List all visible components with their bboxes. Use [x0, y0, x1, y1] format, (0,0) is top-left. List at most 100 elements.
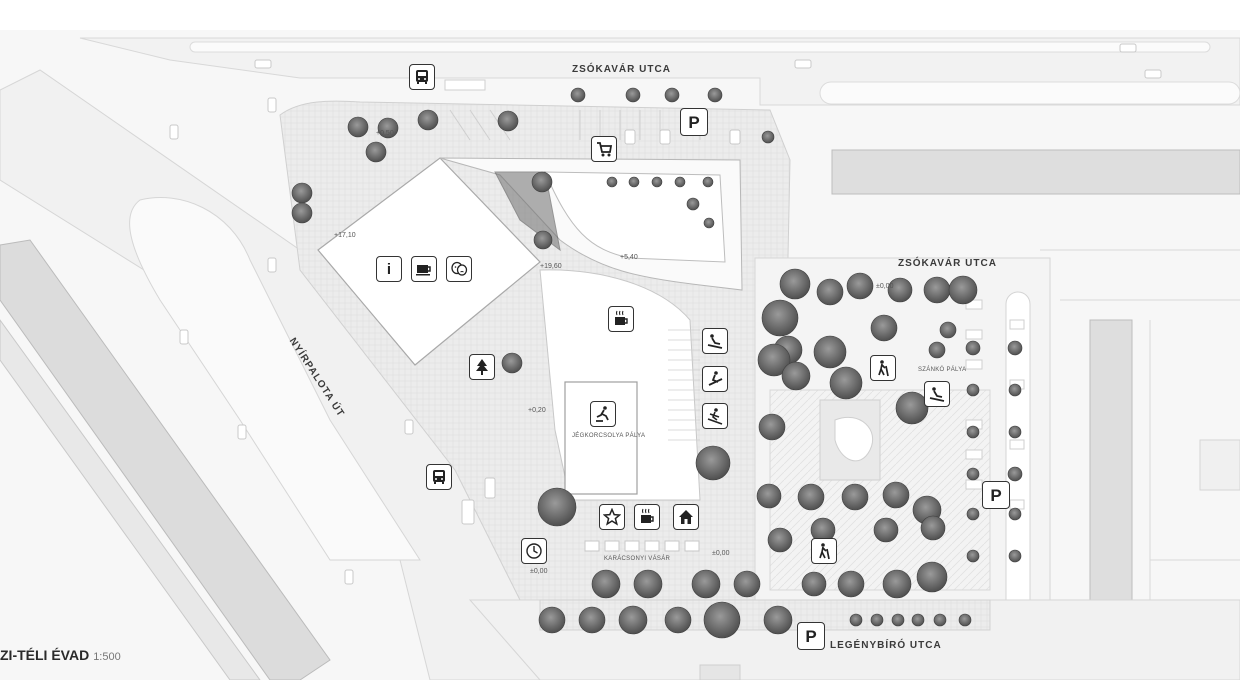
tree: [531, 171, 553, 193]
tree: [887, 277, 913, 303]
house-icon: [673, 504, 699, 530]
theatre-masks-icon: [446, 256, 472, 282]
tree: [756, 483, 782, 509]
tree: [618, 605, 648, 635]
parking-strip-east: [1005, 291, 1031, 613]
tree: [761, 299, 799, 337]
tree: [633, 569, 663, 599]
parking-letter: P: [688, 112, 700, 132]
info-letter: i: [386, 260, 392, 278]
elevation-label: +0,20: [528, 407, 546, 414]
sled-run-label: SZÁNKÓ PÁLYA: [918, 367, 967, 373]
tree: [966, 467, 980, 481]
ice-skating-icon: [590, 401, 616, 427]
skiing-icon: [702, 403, 728, 429]
tree: [837, 570, 865, 598]
parking-icon: P: [797, 622, 825, 650]
tree: [501, 352, 523, 374]
street-label-north: ZSÓKAVÁR UTCA: [572, 64, 671, 75]
market-stalls: [584, 540, 700, 552]
tree: [767, 527, 793, 553]
tree: [920, 515, 946, 541]
tree: [707, 87, 723, 103]
market-label: KARÁCSONYI VÁSÁR: [604, 556, 671, 562]
tree: [916, 561, 948, 593]
tree: [816, 278, 844, 306]
elevation-label: +0,50: [376, 130, 394, 137]
snowboard-icon: [702, 366, 728, 392]
roof-terrace: [544, 171, 726, 263]
tree: [570, 87, 586, 103]
tree: [702, 176, 714, 188]
tree: [417, 109, 439, 131]
tree: [628, 176, 640, 188]
tree: [948, 275, 978, 305]
sledding-icon: [924, 381, 950, 407]
sledding-icon: [702, 328, 728, 354]
tree: [797, 483, 825, 511]
tree: [538, 606, 566, 634]
elevation-label: +19,60: [540, 263, 562, 270]
median-west: [129, 197, 421, 561]
tree: [846, 272, 874, 300]
tree: [882, 481, 910, 509]
tree: [933, 613, 947, 627]
christmas-tree-icon: [469, 354, 495, 380]
tree: [928, 341, 946, 359]
tree: [757, 343, 791, 377]
elevation-label: ±0,00: [530, 568, 548, 575]
tree: [841, 483, 869, 511]
tree: [761, 130, 775, 144]
tree: [781, 361, 811, 391]
hiking-icon: [811, 538, 837, 564]
tree: [813, 335, 847, 369]
tree: [939, 321, 957, 339]
tree: [870, 613, 884, 627]
block-east-north: [831, 149, 1240, 195]
block-west: [0, 239, 331, 680]
tree: [537, 487, 577, 527]
tree: [870, 314, 898, 342]
skating-rink-label: JÉGKORCSOLYA PÁLYA: [572, 433, 646, 439]
tree: [533, 230, 553, 250]
tree: [966, 507, 980, 521]
steps: [668, 329, 700, 441]
tree: [965, 340, 981, 356]
plan-title-text: ZI-TÉLI ÉVAD: [0, 647, 90, 663]
tree: [664, 606, 692, 634]
coffee-cup-icon: [411, 256, 437, 282]
street-label-east: ZSÓKAVÁR UTCA: [898, 258, 997, 269]
parking-letter: P: [805, 626, 817, 646]
tree: [695, 445, 731, 481]
bus-stop-icon: [426, 464, 452, 490]
tree: [497, 110, 519, 132]
tree: [703, 217, 715, 229]
tree: [1007, 340, 1023, 356]
tree: [763, 605, 793, 635]
tree: [703, 601, 741, 639]
tree: [882, 569, 912, 599]
tree: [733, 570, 761, 598]
info-icon: i: [376, 256, 402, 282]
elevation-label: +17,10: [334, 232, 356, 239]
shopping-cart-icon: [591, 136, 617, 162]
tree: [691, 569, 721, 599]
elevation-label: ±0,00: [712, 550, 730, 557]
tree: [966, 383, 980, 397]
tree: [591, 569, 621, 599]
tree: [606, 176, 618, 188]
tree: [651, 176, 663, 188]
cars: [169, 43, 1162, 585]
skating-rink: [564, 381, 638, 495]
tree: [923, 276, 951, 304]
tree: [1007, 466, 1023, 482]
tree: [758, 413, 786, 441]
tree: [1008, 383, 1022, 397]
tree: [895, 391, 929, 425]
tree: [347, 116, 369, 138]
tree: [966, 549, 980, 563]
tree: [911, 613, 925, 627]
tree: [625, 87, 641, 103]
